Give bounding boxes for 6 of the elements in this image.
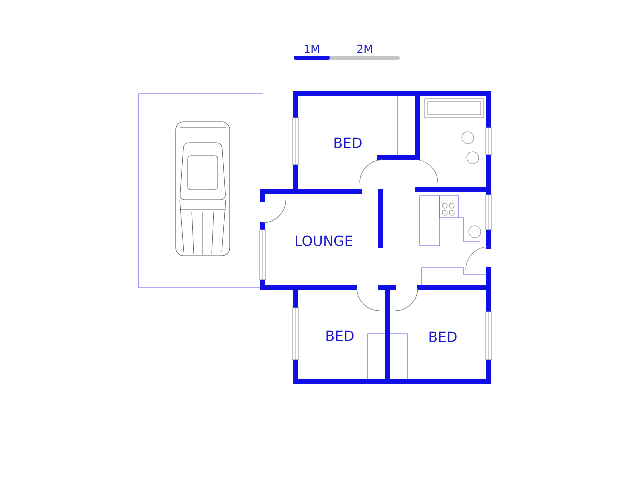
room-label: BED [334,138,362,148]
room-label: BED [326,330,354,342]
room-label: BED [430,332,457,342]
scale-label: 2M [358,44,372,54]
room-label: LOUNGE [296,236,352,246]
scale-label: 1M [304,45,320,54]
